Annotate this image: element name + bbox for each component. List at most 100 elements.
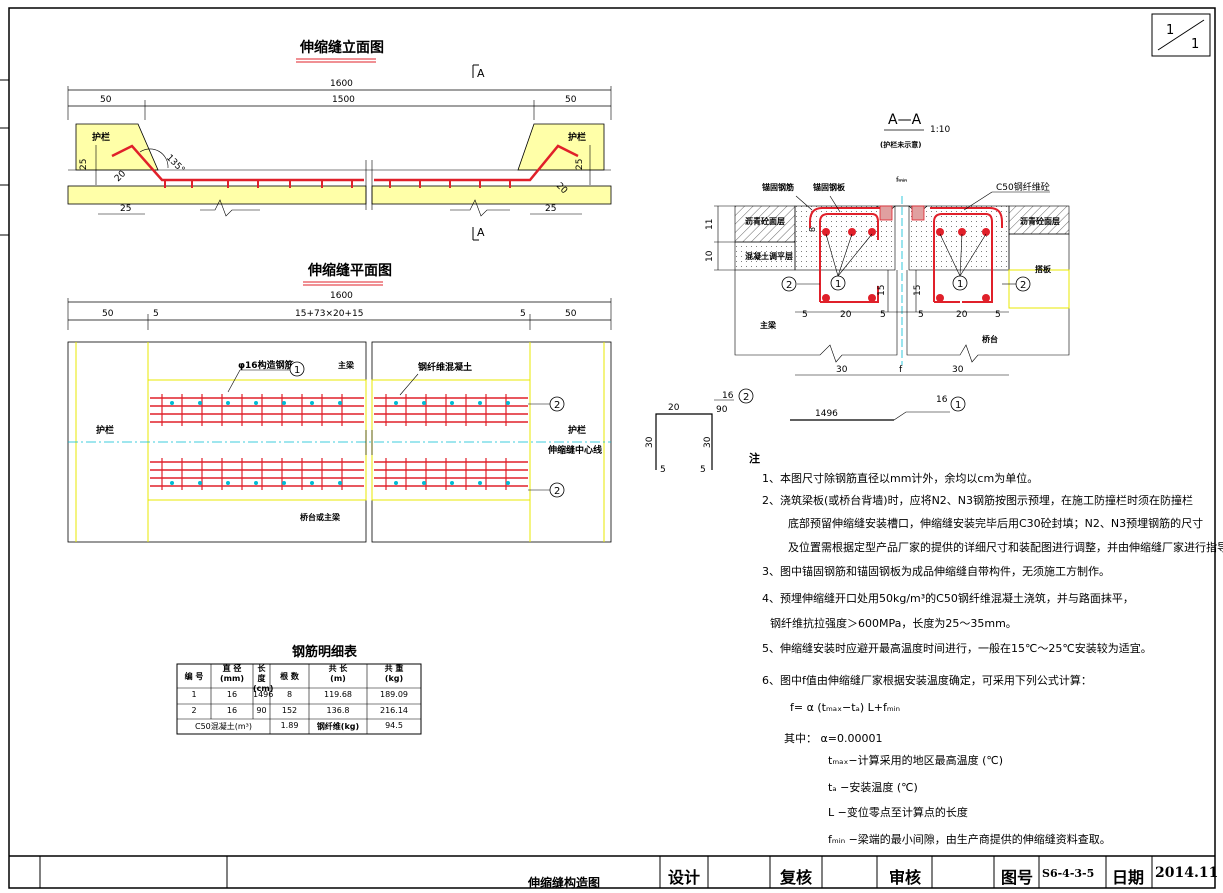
cell: 1.89	[280, 721, 299, 730]
elev-dim-total: 1600	[330, 79, 353, 89]
notes: 注 1、本图尺寸除钢筋直径以mm计外，余均以cm为单位。 2、浇筑梁板(或桥台背…	[749, 451, 1223, 846]
section-dim-30b: 30	[952, 365, 964, 375]
elev-dim-25b: 25	[120, 204, 131, 214]
n2-h-right: 30	[703, 436, 713, 448]
th-total-length: 共 长 (m)	[328, 664, 348, 683]
th-diameter: 直 径 (mm)	[220, 664, 244, 683]
table-title: 钢筋明细表	[292, 644, 358, 660]
elev-guardrail-right: 护栏	[568, 131, 586, 143]
plan-callout-2b: 2	[554, 486, 560, 497]
plan-label-guardrail-right: 护栏	[568, 424, 586, 436]
table-row: 1 16 1496 8 119.68 189.09	[177, 690, 421, 704]
page-number-box: 1 1	[1151, 13, 1211, 57]
section-dim-15a: 15	[877, 285, 887, 296]
section-dim-11: 11	[705, 219, 715, 230]
section-scale: 1:10	[930, 125, 950, 135]
sheet-no-label: 图号	[1001, 868, 1034, 887]
note-line-9: 6、图中f值由伸缩缝厂家根据安装温度确定，可采用下列公式计算：	[762, 673, 1092, 687]
cell: 1	[191, 690, 197, 699]
rebar-shapes: 20 90 16 2 30 30 5 5 1496 16 1	[645, 388, 966, 475]
page-total: 1	[1191, 37, 1199, 52]
plan-label-main-beam: 主梁	[338, 360, 355, 370]
n1-callout: 1	[955, 400, 961, 411]
section-dim-8: 8	[808, 227, 817, 232]
plan-label-bottom: 桥台或主梁	[300, 512, 341, 522]
plan-label-rebar: φ16构造钢筋	[238, 359, 294, 371]
table-footer-row: C50混凝土(m³) 1.89 钢纤维(kg) 94.5	[177, 721, 421, 735]
n1-len: 1496	[815, 409, 838, 419]
elev-guardrail-left: 护栏	[92, 131, 110, 143]
plan-view: 伸缩缝平面图 1600 50 5 15+73×20+15 5 50	[67, 262, 612, 543]
plan-callout-2a: 2	[554, 400, 560, 411]
section-mark-top: A	[477, 67, 485, 80]
note-line-15: fₘᵢₙ −梁端的最小间隙，由生产商提供的伸缩缝资料查取。	[828, 832, 1111, 846]
elev-dim-25d: 25	[545, 204, 556, 214]
section-rebar-dots	[822, 228, 990, 302]
plan-dim-5b: 5	[520, 309, 526, 319]
note-line-6: 4、预埋伸缩缝开口处用50kg/m³的C50钢纤维混凝土浇筑，并与路面抹平，	[762, 591, 1134, 605]
plan-title: 伸缩缝平面图	[307, 262, 392, 279]
cell: 16	[226, 690, 238, 699]
cell: 8	[286, 690, 293, 699]
note-line-1: 1、本图尺寸除钢筋直径以mm计外，余均以cm为单位。	[762, 471, 1038, 485]
cell: 2	[191, 706, 197, 715]
plan-rebar-dots	[170, 401, 510, 485]
section-dim-20a: 20	[840, 310, 852, 320]
title-block	[9, 855, 1215, 888]
plan-label-guardrail-left: 护栏	[96, 424, 114, 436]
elev-rebar-hooks	[164, 180, 511, 188]
elev-dim-25a: 25	[79, 159, 89, 170]
notes-heading: 注	[749, 451, 760, 465]
section-view: A—A 1:10 (护栏未示意)	[705, 112, 1070, 376]
cell: 152	[281, 706, 298, 715]
section-dim-5a: 5	[802, 310, 808, 320]
section-dim-20b: 20	[956, 310, 968, 320]
n2-callout: 2	[743, 392, 749, 403]
note-line-13: tₐ −安装温度 (℃)	[828, 780, 918, 794]
rebar-table: 钢筋明细表	[176, 644, 422, 735]
plan-dim-right: 50	[565, 309, 577, 319]
n2-right-top: 90	[716, 405, 728, 415]
note-line-11: 其中： α=0.00001	[784, 732, 882, 745]
section-callout-2b: 2	[1020, 280, 1026, 291]
n2-foot-right: 5	[700, 465, 706, 475]
note-line-10: f= α (tₘₐₓ−tₐ) L+fₘᵢₙ	[790, 701, 900, 714]
page-current: 1	[1166, 23, 1174, 38]
plan-dim-left: 50	[102, 309, 114, 319]
section-label-asphalt-left: 沥青砼面层	[745, 216, 785, 226]
elev-dim-20: 20	[113, 169, 128, 184]
section-dim-30a: 30	[836, 365, 848, 375]
section-callout-1b: 1	[957, 279, 963, 290]
th-count: 根 数	[280, 672, 299, 681]
cell: 189.09	[380, 690, 408, 699]
section-mark-bottom: A	[477, 226, 485, 239]
cell: 216.14	[380, 706, 408, 715]
section-title: A—A	[888, 112, 922, 128]
note-line-3: 底部预留伸缩缝安装槽口，伸缩缝安装完毕后用C30砼封填；N2、N3预埋钢筋的尺寸	[788, 516, 1203, 530]
section-label-concrete-left: 混凝土调平层	[745, 251, 793, 261]
elev-dim-mid: 1500	[332, 95, 355, 105]
n2-foot-left: 5	[660, 465, 666, 475]
elevation-view: 伸缩缝立面图 A A 1600 50 1500 50 护栏 护栏	[67, 39, 612, 241]
title-block-text: 伸缩缝构造图 设计 复核 审核 图号 S6-4-3-5 日期 2014.11	[0, 856, 1223, 890]
cell: 136.8	[326, 706, 350, 715]
section-callout-2a: 2	[786, 280, 792, 291]
section-dim-10: 10	[705, 250, 715, 262]
plan-rebar-trans	[161, 394, 507, 490]
section-dim-5b: 5	[880, 310, 886, 320]
section-label-abutment: 桥台	[982, 334, 998, 344]
cell: 94.5	[385, 721, 403, 730]
n2-h-left: 30	[645, 436, 655, 448]
plan-callout-1: 1	[294, 365, 300, 376]
plan-rebar-long	[150, 397, 528, 487]
plan-dim-5a: 5	[153, 309, 159, 319]
plan-dim-total: 1600	[330, 291, 353, 301]
section-dim-5d: 5	[995, 310, 1001, 320]
note-line-12: tₘₐₓ−计算采用的地区最高温度 (℃)	[828, 753, 1003, 767]
cell: 90	[256, 706, 267, 715]
plan-label-centerline: 伸缩缝中心线	[547, 444, 602, 456]
cell: C50混凝土(m³)	[194, 722, 252, 731]
section-callout-1a: 1	[835, 279, 841, 290]
sheet-frame	[0, 7, 1216, 889]
cell: 1496	[253, 690, 274, 699]
